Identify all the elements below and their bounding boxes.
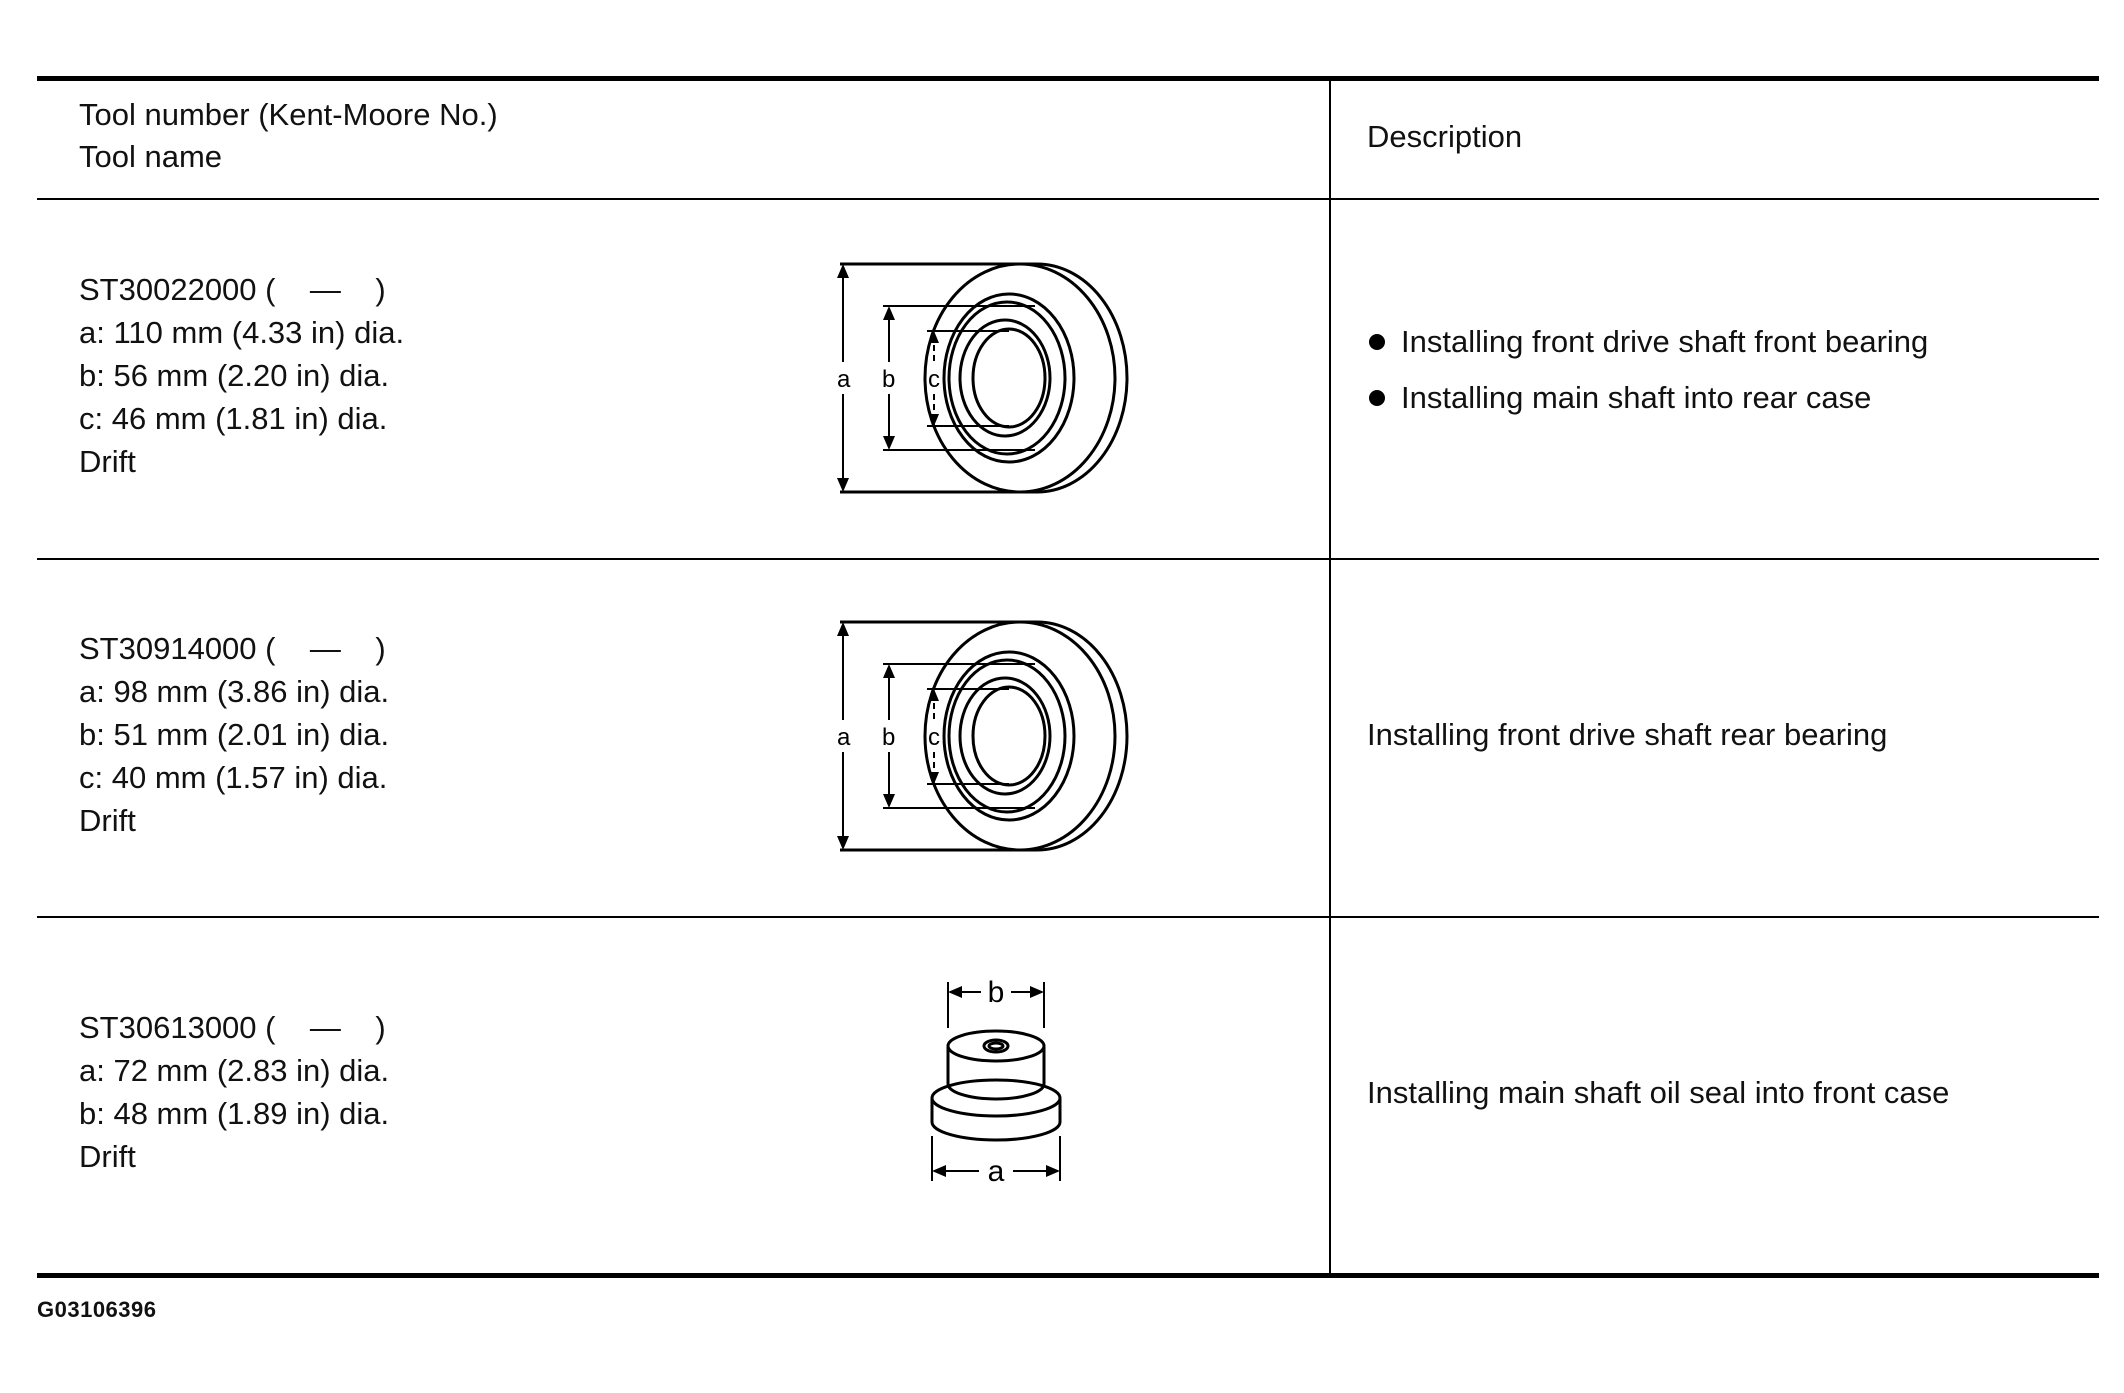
tool-name: Drift [79,444,136,479]
special-tools-table: Tool number (Kent-Moore No.) Tool name D… [37,76,2099,1278]
dimension-b: b: 56 mm (2.20 in) dia. [79,358,390,393]
header-bottom-rule [37,198,2099,200]
table-row-1-tool-info: ST30022000 ( — ) a: 110 mm (4.33 in) dia… [79,268,404,483]
dimension-a: a: 98 mm (3.86 in) dia. [79,674,390,709]
description-bullet-list: Installing front drive shaft front beari… [1367,321,1928,419]
description-bullet-item: Installing front drive shaft front beari… [1367,321,1928,363]
tool-number-header: Tool number (Kent-Moore No.) [79,97,498,132]
drift-illustration-3: b a [930,976,1062,1188]
description-column-header: Description [1367,119,1523,154]
dimension-b: b: 48 mm (1.89 in) dia. [79,1096,390,1131]
dimension-a-label: a [837,724,851,751]
row-divider-1 [37,558,2099,560]
table-top-rule [37,76,2099,81]
tool-name-header: Tool name [79,139,223,174]
dimension-b-label: b [988,976,1005,1009]
table-row-2-description: Installing front drive shaft rear bearin… [1367,717,1888,752]
table-row-1-description: Installing front drive shaft front beari… [1367,321,1928,433]
table-bottom-rule [37,1273,2099,1278]
dimension-b-label: b [882,366,895,393]
tool-number: ST30914000 ( — ) [79,631,386,666]
table-row-3-tool-info: ST30613000 ( — ) a: 72 mm (2.83 in) dia.… [79,1006,389,1178]
column-divider [1329,76,1331,1278]
drift-illustration-1: a b c [837,262,1129,494]
dimension-a-label: a [837,366,851,393]
dimension-a: a: 110 mm (4.33 in) dia. [79,315,405,350]
table-row-2-tool-info: ST30914000 ( — ) a: 98 mm (3.86 in) dia.… [79,627,389,842]
tool-name: Drift [79,803,136,838]
tool-number: ST30613000 ( — ) [79,1010,386,1045]
dimension-a: a: 72 mm (2.83 in) dia. [79,1053,390,1088]
dimension-c-label: c [928,724,940,751]
dimension-b-label: b [882,724,895,751]
dimension-b: b: 51 mm (2.01 in) dia. [79,717,390,752]
dimension-c: c: 40 mm (1.57 in) dia. [79,760,388,795]
dimension-c: c: 46 mm (1.81 in) dia. [79,401,388,436]
dimension-a-label: a [988,1155,1005,1188]
tool-number: ST30022000 ( — ) [79,272,386,307]
table-row-3-description: Installing main shaft oil seal into fron… [1367,1075,1950,1110]
drift-illustration-2: a b c [837,620,1129,852]
tool-column-header: Tool number (Kent-Moore No.) Tool name [79,94,498,178]
row-divider-2 [37,916,2099,918]
figure-reference-id: G03106396 [37,1297,157,1322]
tool-name: Drift [79,1139,136,1174]
dimension-c-label: c [928,366,940,393]
description-bullet-item: Installing main shaft into rear case [1367,377,1928,419]
